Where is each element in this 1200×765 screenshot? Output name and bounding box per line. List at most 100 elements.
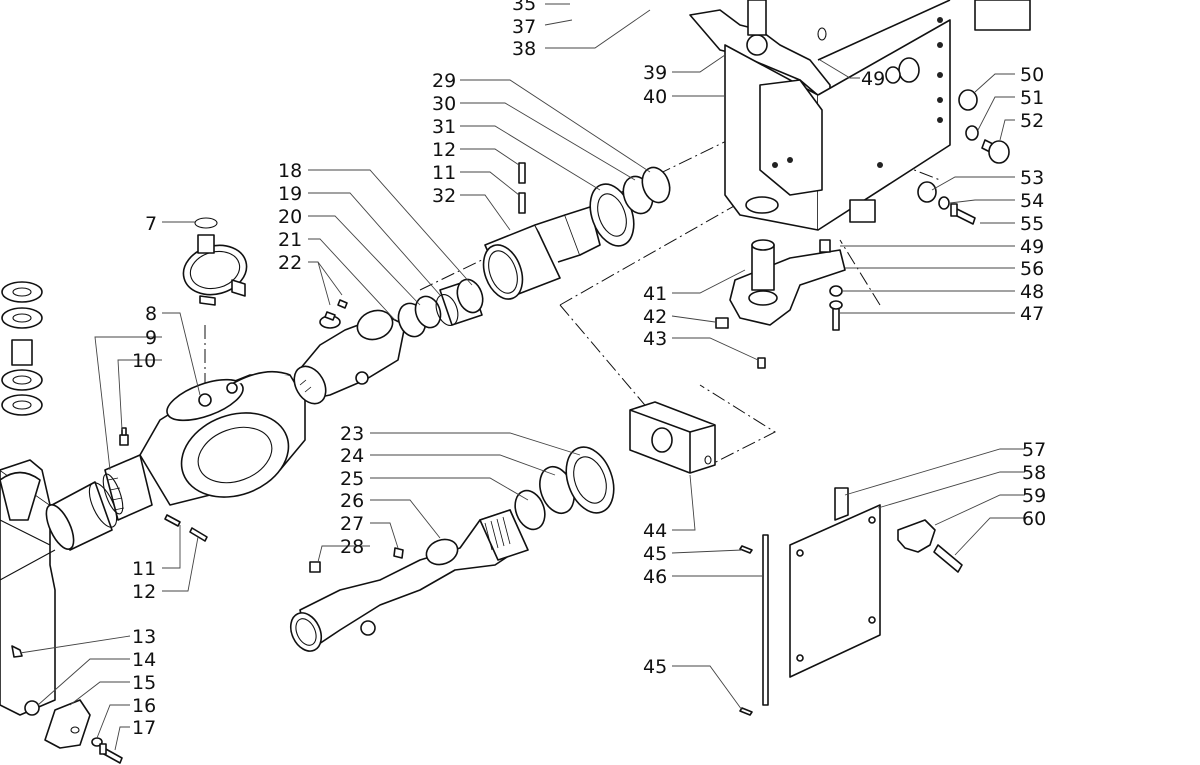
callout-41: 41 — [643, 283, 667, 305]
callout-11-lower: 11 — [132, 558, 156, 580]
washer-stack — [1, 281, 43, 416]
callout-50: 50 — [1020, 64, 1044, 86]
bushing-53 — [917, 181, 937, 203]
snap-rings-lower — [514, 446, 615, 531]
callout-56: 56 — [1020, 258, 1044, 280]
callout-52: 52 — [1020, 110, 1044, 132]
clamp-59 — [897, 519, 936, 553]
callout-24: 24 — [340, 445, 364, 467]
washer-48 — [829, 285, 843, 297]
nut-28 — [309, 561, 321, 573]
bushing-left — [45, 481, 118, 551]
callout-labels: 35 37 38 39 40 49 50 51 52 29 30 31 12 1… — [132, 0, 1046, 739]
pins-upper — [518, 162, 526, 214]
callout-26: 26 — [340, 490, 364, 512]
plate-58 — [789, 504, 881, 678]
callout-39: 39 — [643, 62, 667, 84]
callout-11-upper: 11 — [432, 162, 456, 184]
grease-nipple-9 — [119, 427, 129, 446]
leader-lines — [19, 3, 1025, 751]
callout-20: 20 — [278, 206, 302, 228]
callout-49-upper: 49 — [861, 68, 885, 90]
callout-40: 40 — [643, 86, 667, 108]
callout-32: 32 — [432, 185, 456, 207]
main-frame-40 — [689, 0, 1031, 231]
callout-42: 42 — [643, 306, 667, 328]
bolt-55 — [950, 203, 976, 225]
callout-12-lower: 12 — [132, 581, 156, 603]
pin-45-lower — [739, 707, 753, 716]
callout-28: 28 — [340, 536, 364, 558]
callout-13: 13 — [132, 626, 156, 648]
callout-18: 18 — [278, 160, 302, 182]
callout-45-lower: 45 — [643, 656, 667, 678]
bolt-52 — [981, 139, 1010, 164]
bolt-17 — [99, 743, 123, 764]
mount-block-44 — [629, 401, 716, 474]
callout-59: 59 — [1022, 485, 1046, 507]
nut-14 — [24, 700, 40, 716]
callout-21: 21 — [278, 229, 302, 251]
pto-shaft-lower — [289, 509, 529, 652]
bolt-47 — [829, 300, 843, 331]
callout-37: 37 — [512, 16, 536, 38]
nipple-43 — [757, 357, 766, 369]
callout-19: 19 — [278, 183, 302, 205]
callout-44: 44 — [643, 520, 667, 542]
washer-51 — [965, 125, 979, 141]
grease-nipples-22 — [324, 299, 348, 321]
callout-9: 9 — [145, 327, 157, 349]
pto-shaft-upper — [293, 309, 406, 405]
sleeve-32 — [482, 206, 601, 300]
callout-35: 35 — [512, 0, 536, 15]
bushing-50 — [958, 89, 978, 111]
callout-49-lower: 49 — [1020, 236, 1044, 258]
callout-14: 14 — [132, 649, 156, 671]
callout-53: 53 — [1020, 167, 1044, 189]
callout-57: 57 — [1022, 439, 1046, 461]
callout-30: 30 — [432, 93, 456, 115]
callout-29: 29 — [432, 70, 456, 92]
callout-16: 16 — [132, 695, 156, 717]
callout-54: 54 — [1020, 190, 1044, 212]
callout-45-upper: 45 — [643, 543, 667, 565]
callout-51: 51 — [1020, 87, 1044, 109]
left-gearbox-housing — [0, 459, 56, 716]
bolt-60 — [933, 544, 963, 573]
pin-49-upper — [885, 57, 920, 84]
callout-25: 25 — [340, 468, 364, 490]
nipple-13 — [11, 645, 23, 658]
callout-22: 22 — [278, 252, 302, 274]
collar-ring — [182, 217, 248, 306]
rod-46 — [762, 534, 769, 706]
callout-17: 17 — [132, 717, 156, 739]
callout-23: 23 — [340, 423, 364, 445]
callout-31: 31 — [432, 116, 456, 138]
grease-nipple-27 — [393, 547, 404, 559]
callout-15: 15 — [132, 672, 156, 694]
splined-hub-left — [102, 454, 153, 521]
callout-27: 27 — [340, 513, 364, 535]
pins-left — [164, 514, 208, 542]
callout-38: 38 — [512, 38, 536, 60]
pivot-bracket-56 — [729, 239, 846, 326]
callout-43: 43 — [643, 328, 667, 350]
washer-54 — [938, 196, 950, 210]
circlips-29-30 — [622, 166, 671, 215]
callout-7: 7 — [145, 213, 157, 235]
pin-45-upper — [739, 545, 753, 554]
pto-guard-housing — [139, 370, 306, 506]
callout-46: 46 — [643, 566, 667, 588]
callout-8: 8 — [145, 303, 157, 325]
bracket-57 — [834, 487, 849, 521]
callout-48: 48 — [1020, 281, 1044, 303]
callout-10: 10 — [132, 350, 156, 372]
callout-12-upper: 12 — [432, 139, 456, 161]
nut-42 — [715, 317, 729, 329]
callout-58: 58 — [1022, 462, 1046, 484]
cover-block-15 — [44, 699, 91, 749]
callout-47: 47 — [1020, 303, 1044, 325]
callout-60: 60 — [1022, 508, 1046, 530]
